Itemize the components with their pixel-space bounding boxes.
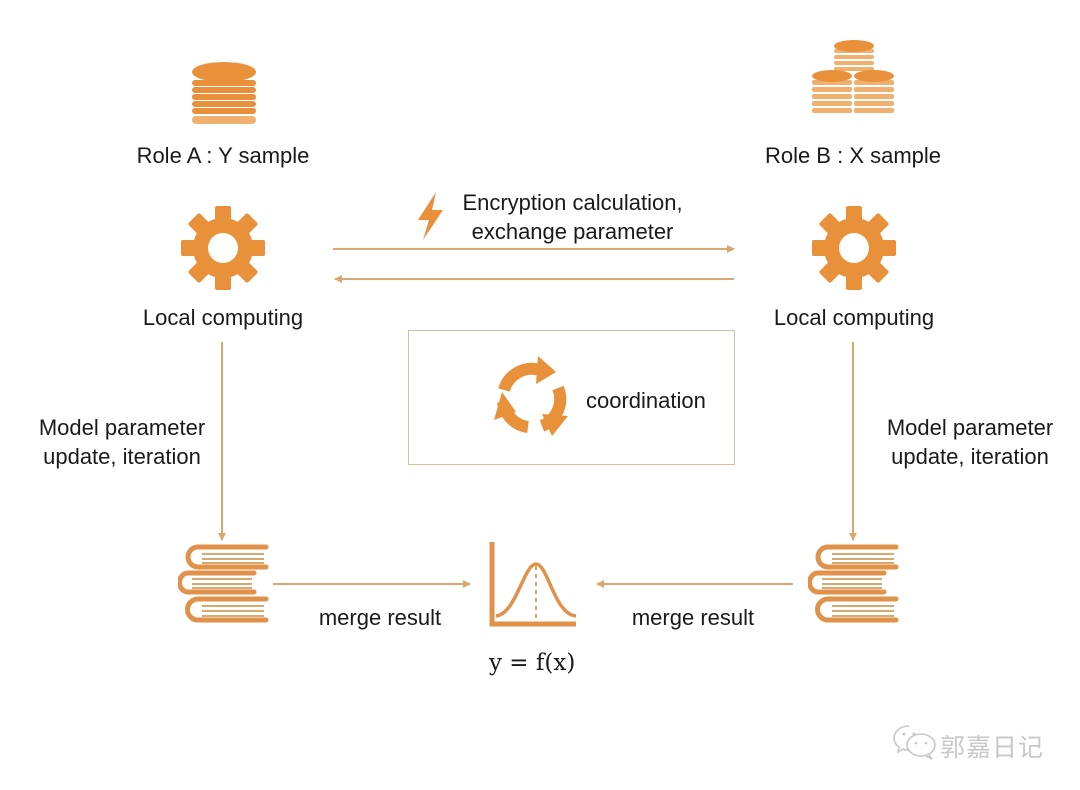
role-a-compute-label: Local computing (142, 305, 304, 330)
role-a-update-line1: Model parameter (38, 415, 206, 440)
watermark-text: 郭嘉日记 (940, 734, 1045, 762)
lightning-icon (418, 192, 443, 240)
role-a-title: Role A : Y sample (136, 143, 310, 168)
gear-icon (181, 206, 265, 290)
exchange-line2: exchange parameter (471, 219, 674, 244)
gear-icon (812, 206, 896, 290)
coin-stacks-icon (812, 40, 894, 113)
role-b-merge-label: merge result (631, 605, 755, 630)
coin-stack-icon (192, 62, 256, 124)
coordination-label: coordination (586, 388, 706, 413)
role-b-title: Role B : X sample (764, 143, 942, 168)
exchange-line1: Encryption calculation, (462, 190, 683, 215)
role-b-update-line2: update, iteration (891, 444, 1049, 469)
coordination-box (408, 330, 735, 465)
book-stack-icon (808, 544, 899, 623)
role-a-merge-label: merge result (318, 605, 442, 630)
role-b-update-line1: Model parameter (886, 415, 1054, 440)
cycle-arrows-icon (494, 356, 568, 436)
result-formula: y = f(x) (489, 650, 576, 676)
role-a-update-line2: update, iteration (43, 444, 201, 469)
role-b-compute-label: Local computing (773, 305, 935, 330)
wechat-icon (893, 725, 936, 760)
book-stack-icon (178, 544, 269, 623)
distribution-curve-icon (489, 542, 577, 627)
